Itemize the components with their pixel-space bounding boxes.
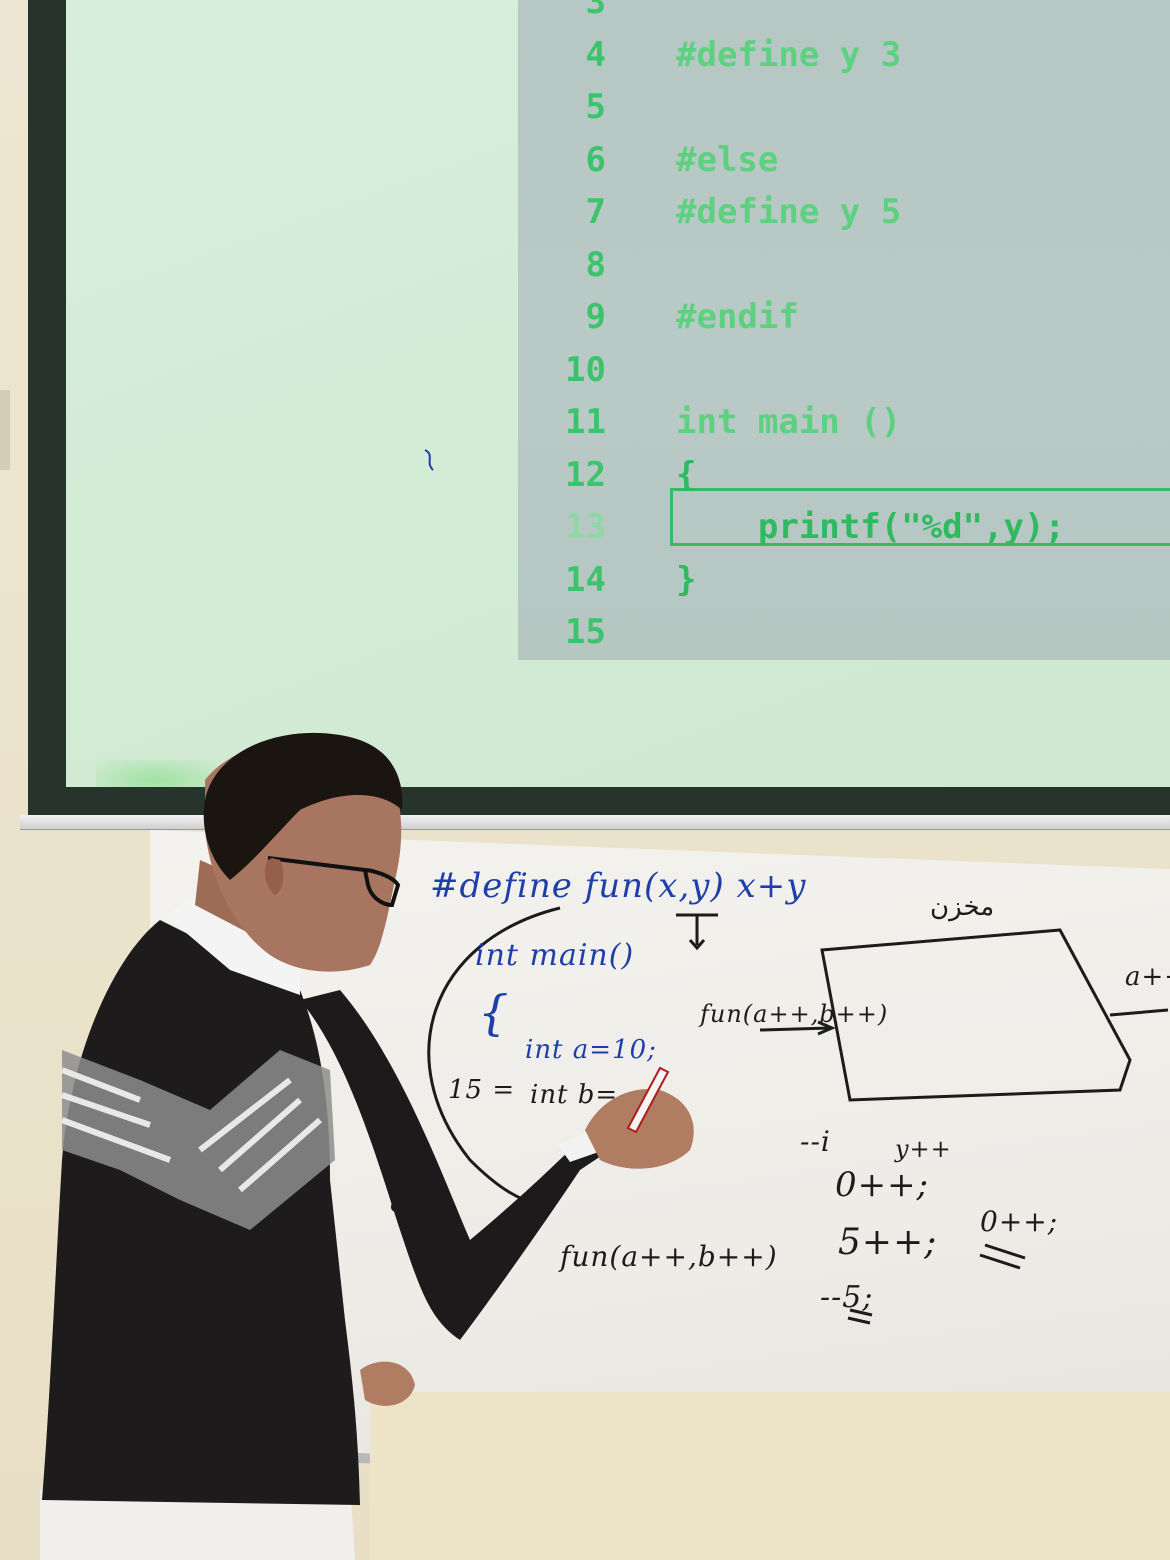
projection-screen: 3 4 #define y 3 5 6 #else 7 #define y 5 8 9 #endif… — [28, 0, 1170, 815]
line-number: 7 — [585, 192, 606, 232]
line-number: 8 — [585, 244, 606, 285]
wall-switch — [0, 390, 10, 470]
line-number: 3 — [585, 0, 606, 22]
board-call-right: fun(a++,b++) — [700, 1000, 889, 1028]
code-line: 5 — [518, 87, 1170, 127]
line-number: 9 — [585, 297, 606, 337]
line-number: 13 — [565, 507, 606, 547]
board-int-a: int a=10; — [525, 1035, 657, 1065]
line-code: int main () — [676, 402, 902, 442]
code-line: 8 — [518, 245, 1170, 285]
code-line: 11 int main () — [518, 402, 1170, 442]
line-number: 14 — [565, 559, 606, 600]
current-line-highlight — [670, 488, 1170, 546]
board-zero-pp-right: 0++; — [980, 1205, 1059, 1238]
code-line: 10 — [518, 350, 1170, 390]
code-line: 13 printf("%d",y); — [518, 507, 1170, 547]
code-line: 7 #define y 5 — [518, 192, 1170, 232]
wall-below-board — [370, 1392, 1170, 1560]
board-minus-i: --i — [800, 1125, 831, 1158]
board-brace: { — [478, 985, 510, 1041]
board-fifteen: 15 = — [448, 1075, 516, 1105]
code-line: 3 — [518, 0, 1170, 22]
code-line: 12 { — [518, 455, 1170, 495]
code-editor-panel: 3 4 #define y 3 5 6 #else 7 #define y 5 8 9 #endif… — [518, 0, 1170, 660]
board-define-line: #define fun(x,y) x+y — [430, 866, 807, 906]
line-code: printf("%d",y); — [676, 507, 1065, 547]
screen-bottom-bar — [20, 815, 1170, 830]
line-number: 4 — [585, 34, 606, 75]
code-line: 14} — [518, 560, 1170, 600]
projector-glow — [96, 760, 216, 787]
line-code: #define y 3 — [676, 34, 902, 75]
board-right-edge: a++ — [1125, 962, 1170, 992]
line-code: #define y 5 — [676, 192, 902, 232]
board-minus-five: --5; — [820, 1280, 874, 1315]
code-line: 9 #endif — [518, 297, 1170, 337]
board-call-bottom: fun(a++,b++) — [560, 1240, 778, 1273]
line-number: 5 — [585, 87, 606, 127]
board-int-b: int b= — [530, 1080, 619, 1110]
line-number: 15 — [565, 612, 606, 652]
board-five-pp: 5++; — [838, 1222, 938, 1263]
line-code: } — [676, 559, 697, 600]
screen-surface: 3 4 #define y 3 5 6 #else 7 #define y 5 8 9 #endif… — [66, 0, 1170, 787]
board-y-pp: y++ — [895, 1135, 952, 1163]
trousers — [40, 1480, 355, 1560]
line-code: #endif — [676, 297, 799, 337]
line-code: { — [676, 454, 697, 495]
line-number: 12 — [565, 454, 606, 495]
code-line: 4 #define y 3 — [518, 35, 1170, 75]
code-line: 6 #else — [518, 140, 1170, 180]
board-zero-pp: 0++; — [835, 1165, 930, 1205]
line-number: 6 — [585, 139, 606, 180]
line-number: 10 — [565, 349, 606, 390]
board-a-plus: a+b — [390, 1185, 452, 1218]
board-arabic-label: مخزن — [930, 892, 995, 922]
board-main-line: int main() — [475, 938, 635, 973]
line-number: 11 — [565, 402, 606, 442]
line-code: #else — [676, 139, 779, 180]
code-line: 15 — [518, 612, 1170, 652]
